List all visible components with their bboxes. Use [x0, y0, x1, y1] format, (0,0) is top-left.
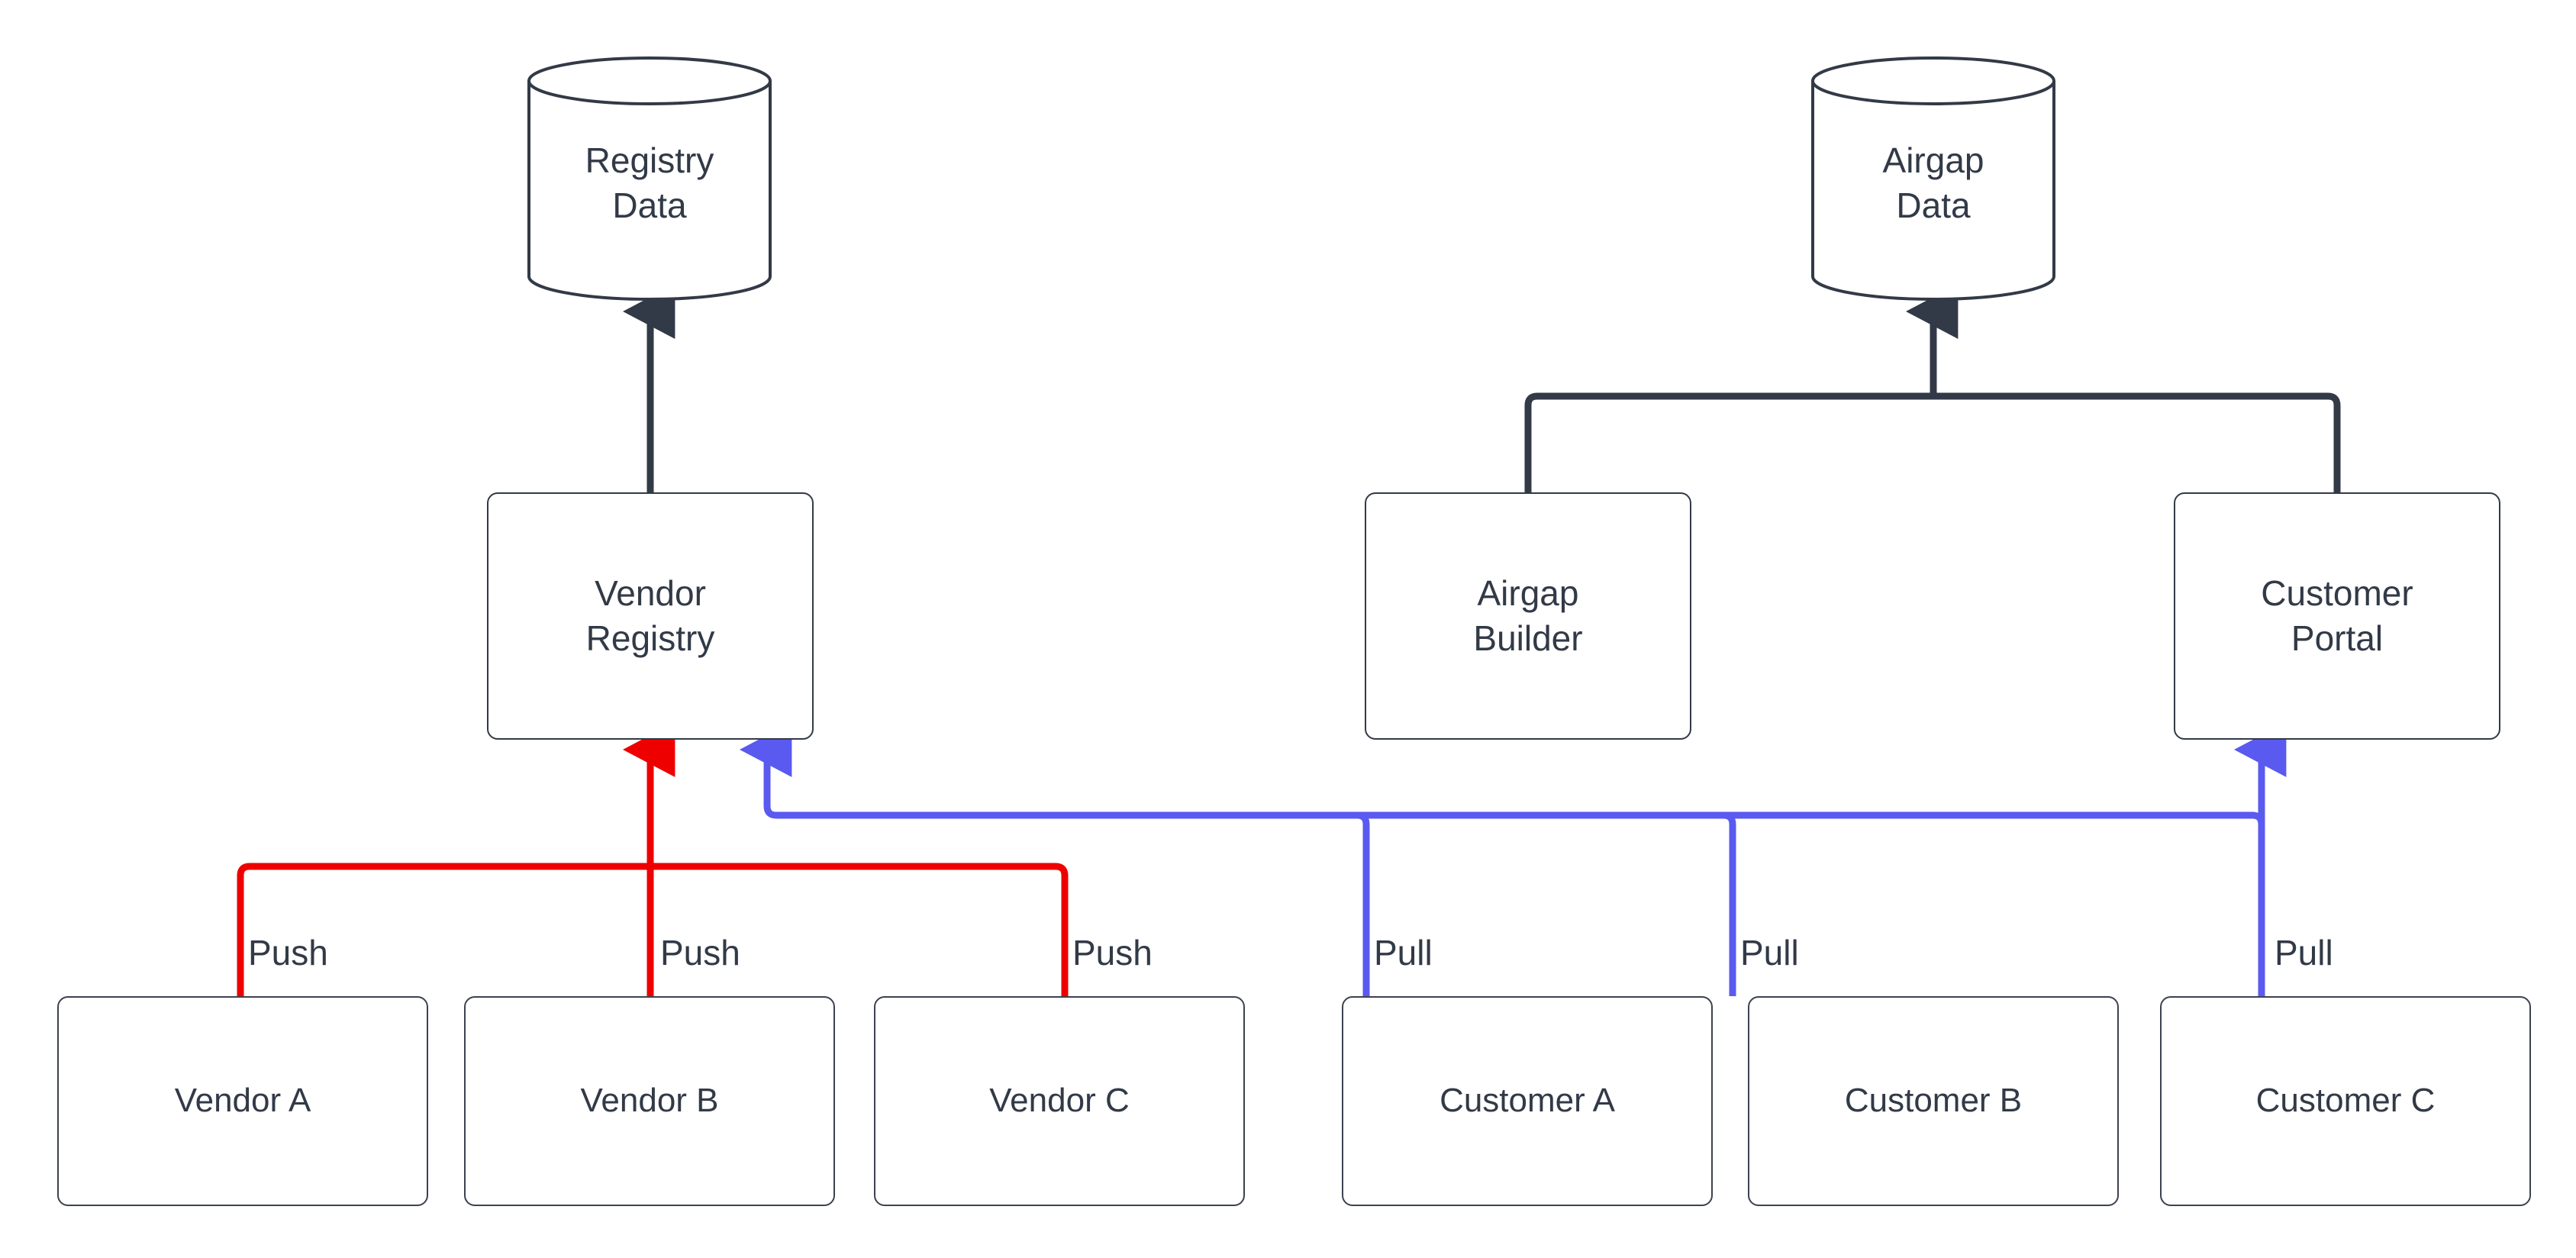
edge-label-push-vendor-b: Push — [660, 933, 740, 973]
node-vendor-a[interactable]: Vendor A — [57, 996, 428, 1206]
flow-customer-a-pull — [776, 811, 1370, 996]
datastore-registry-data[interactable]: Registry Data — [527, 56, 772, 302]
flow-customer-portal-to-airgap-data — [1924, 392, 2341, 492]
datastore-label: Registry Data — [585, 140, 714, 225]
node-vendor-c[interactable]: Vendor C — [874, 996, 1245, 1206]
flow-airgap-builder-to-airgap-data — [1524, 392, 1924, 492]
node-vendor-registry[interactable]: Vendor Registry — [487, 492, 814, 740]
node-customer-a[interactable]: Customer A — [1342, 996, 1713, 1206]
cylinder-shape — [527, 56, 772, 301]
node-airgap-builder[interactable]: Airgap Builder — [1365, 492, 1691, 740]
flow-pull-riser-to-vendor-registry — [740, 722, 792, 819]
node-customer-b[interactable]: Customer B — [1748, 996, 2119, 1206]
flow-pull-trunk-to-customer-c-riser — [1723, 811, 2265, 825]
flow-vendor-a-push — [237, 863, 650, 996]
node-customer-c[interactable]: Customer C — [2160, 996, 2531, 1206]
datastore-airgap-data[interactable]: Airgap Data — [1810, 56, 2056, 302]
flow-vendor-c-push — [650, 863, 1069, 996]
node-vendor-b[interactable]: Vendor B — [464, 996, 835, 1206]
cylinder-shape — [1811, 56, 2055, 301]
datastore-label: Airgap Data — [1882, 140, 1984, 225]
edge-label-push-vendor-c: Push — [1072, 933, 1153, 973]
edge-label-pull-customer-c: Pull — [2275, 933, 2333, 973]
edge-label-pull-customer-b: Pull — [1740, 933, 1799, 973]
node-customer-portal[interactable]: Customer Portal — [2174, 492, 2500, 740]
edge-label-pull-customer-a: Pull — [1374, 933, 1433, 973]
flow-customer-b-pull — [776, 811, 1736, 996]
edge-label-push-vendor-a: Push — [248, 933, 328, 973]
